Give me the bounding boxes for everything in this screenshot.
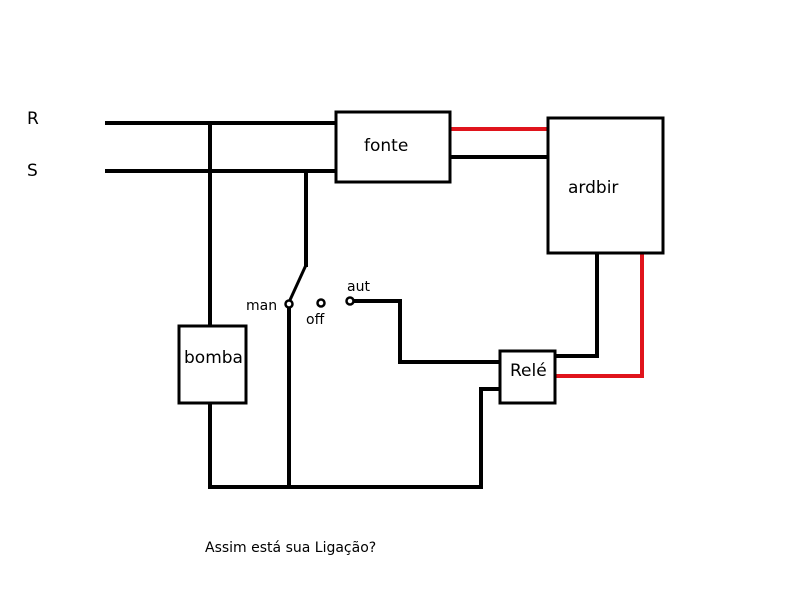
switch-terminal-man (284, 299, 294, 309)
ardbir-label: ardbir (568, 178, 619, 198)
ardbir-box (546, 116, 665, 255)
switch-aut-label: aut (347, 279, 370, 295)
switch-lever (288, 263, 308, 302)
switch-terminal-aut (345, 296, 355, 306)
switch-man-label: man (246, 298, 278, 314)
caption: Assim está sua Ligação? (205, 540, 377, 556)
switch-off-label: off (306, 312, 325, 328)
fonte-box (334, 110, 452, 184)
phase-r-label: R (27, 109, 39, 129)
switch-terminal-off (316, 298, 326, 308)
rele-label: Relé (510, 361, 547, 381)
rele-box (498, 349, 557, 405)
phase-s-label: S (27, 161, 38, 181)
bomba-label: bomba (184, 348, 243, 368)
bomba-box (177, 324, 248, 405)
fonte-label: fonte (364, 136, 409, 156)
